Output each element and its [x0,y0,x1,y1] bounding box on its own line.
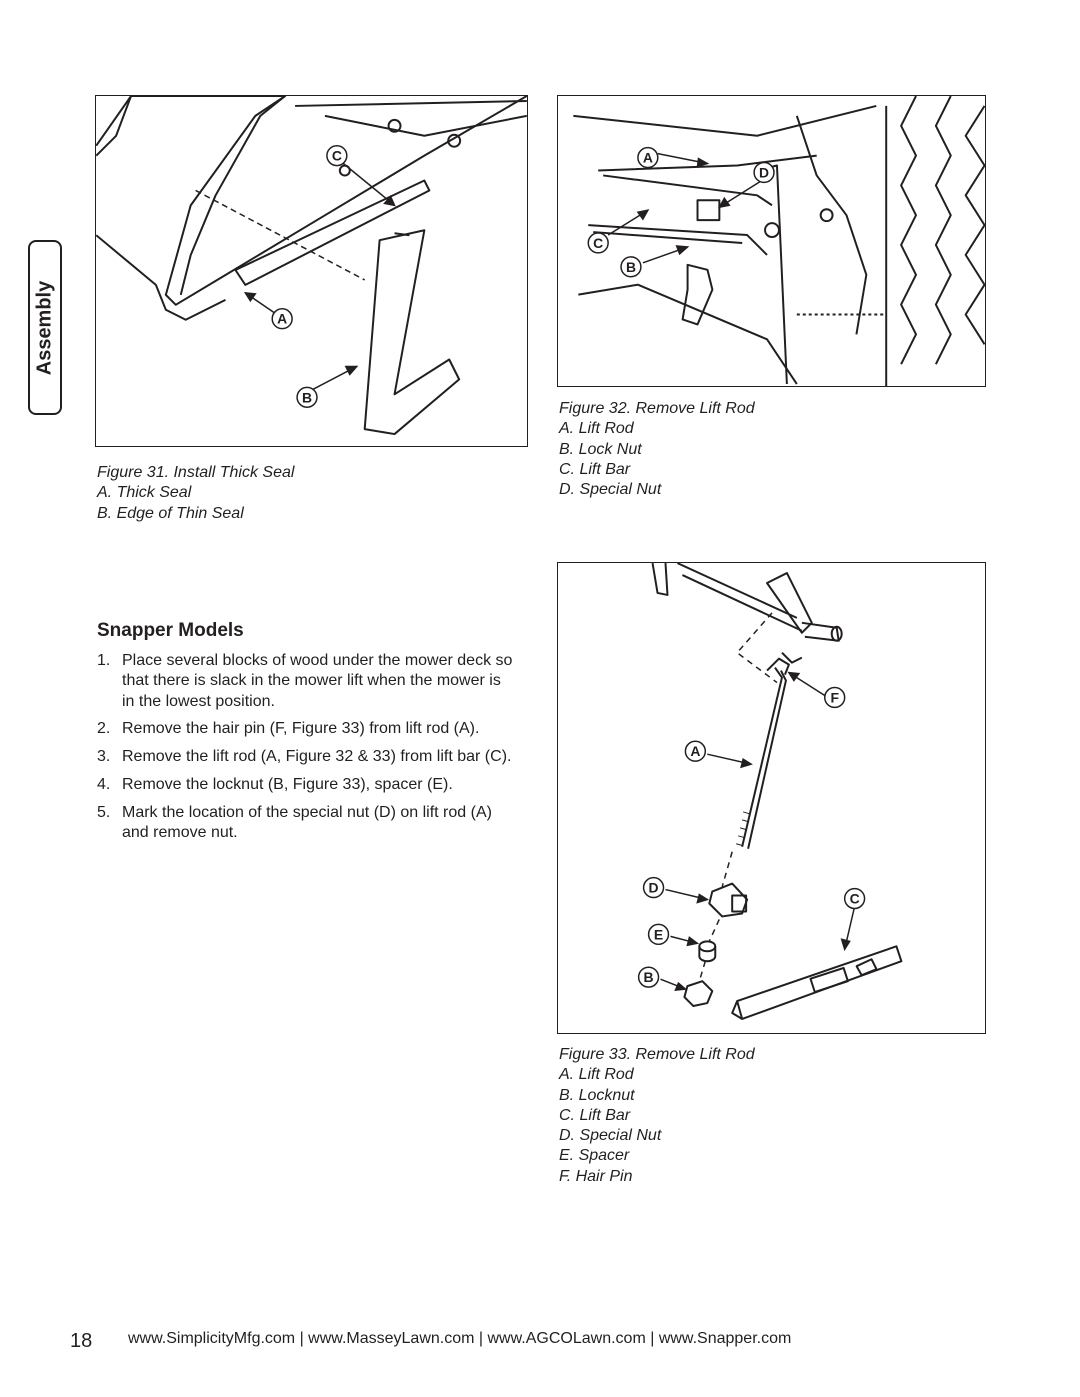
figure-31-item: B. Edge of Thin Seal [97,504,244,522]
step-item: 3. Remove the lift rod (A, Figure 32 & 3… [97,747,517,767]
step-text: Mark the location of the special nut (D)… [122,803,492,842]
lift-rod-installed-drawing: A D C B [573,96,985,386]
figure-32-item: C. Lift Bar [559,460,631,478]
step-text: Place several blocks of wood under the m… [122,652,513,710]
step-item: 1. Place several blocks of wood under th… [97,651,517,712]
thick-seal-drawing: C A B [96,96,527,436]
side-tab-label: Assembly [33,280,56,375]
callout-b: B [626,259,636,275]
callout-b: B [644,969,654,985]
callout-a: A [690,743,700,759]
callout-c: C [332,148,342,164]
figure-32-item: B. Lock Nut [559,440,642,458]
figure-31-item: A. Thick Seal [97,484,192,502]
section-side-tab: Assembly [28,240,62,415]
callout-d: D [759,164,769,180]
figure-33-title: Figure 33. Remove Lift Rod [559,1046,755,1063]
figure-32-title: Figure 32. Remove Lift Rod [559,400,755,417]
callout-e: E [654,926,663,942]
step-number: 2. [97,720,111,738]
figure-33-caption: Figure 33. Remove Lift Rod A. Lift Rod B… [559,1045,755,1187]
figure-31-title: Figure 31. Install Thick Seal [97,464,295,481]
figure-32-illustration: A D C B [557,95,986,387]
figure-32-item: D. Special Nut [559,481,662,499]
figure-33-item: A. Lift Rod [559,1066,634,1084]
step-number: 3. [97,748,111,766]
figure-31-caption: Figure 31. Install Thick Seal A. Thick S… [97,463,294,524]
figure-33-item: E. Spacer [559,1147,630,1165]
section-title: Snapper Models [97,620,244,641]
callout-a: A [277,311,287,327]
step-text: Remove the hair pin (F, Figure 33) from … [122,720,480,738]
step-text: Remove the locknut (B, Figure 33), space… [122,775,453,793]
figure-33-item: D. Special Nut [559,1127,662,1145]
step-number: 4. [97,775,111,793]
callout-d: D [649,880,659,896]
callout-c: C [850,891,860,907]
footer-links: www.SimplicityMfg.com | www.MasseyLawn.c… [128,1330,792,1347]
step-item: 5. Mark the location of the special nut … [97,803,517,844]
page-number: 18 [70,1330,93,1352]
callout-b: B [302,389,312,405]
step-item: 2. Remove the hair pin (F, Figure 33) fr… [97,719,517,739]
step-number: 5. [97,803,111,821]
figure-33-item: C. Lift Bar [559,1106,631,1124]
step-number: 1. [97,652,111,669]
figure-33-item: F. Hair Pin [559,1167,633,1185]
lift-rod-exploded-drawing: F A D E B C [637,563,903,1020]
step-item: 4. Remove the locknut (B, Figure 33), sp… [97,775,517,795]
step-text: Remove the lift rod (A, Figure 32 & 33) … [122,748,512,766]
callout-a: A [643,150,653,166]
figure-32-caption: Figure 32. Remove Lift Rod A. Lift Rod B… [559,399,755,500]
figure-33-item: B. Locknut [559,1086,635,1104]
figure-32-item: A. Lift Rod [559,420,634,438]
callout-c: C [593,235,603,251]
figure-33-illustration: F A D E B C [557,562,986,1034]
figure-31-illustration: C A B [95,95,528,447]
callout-f: F [830,689,839,705]
step-list: 1. Place several blocks of wood under th… [97,651,517,851]
